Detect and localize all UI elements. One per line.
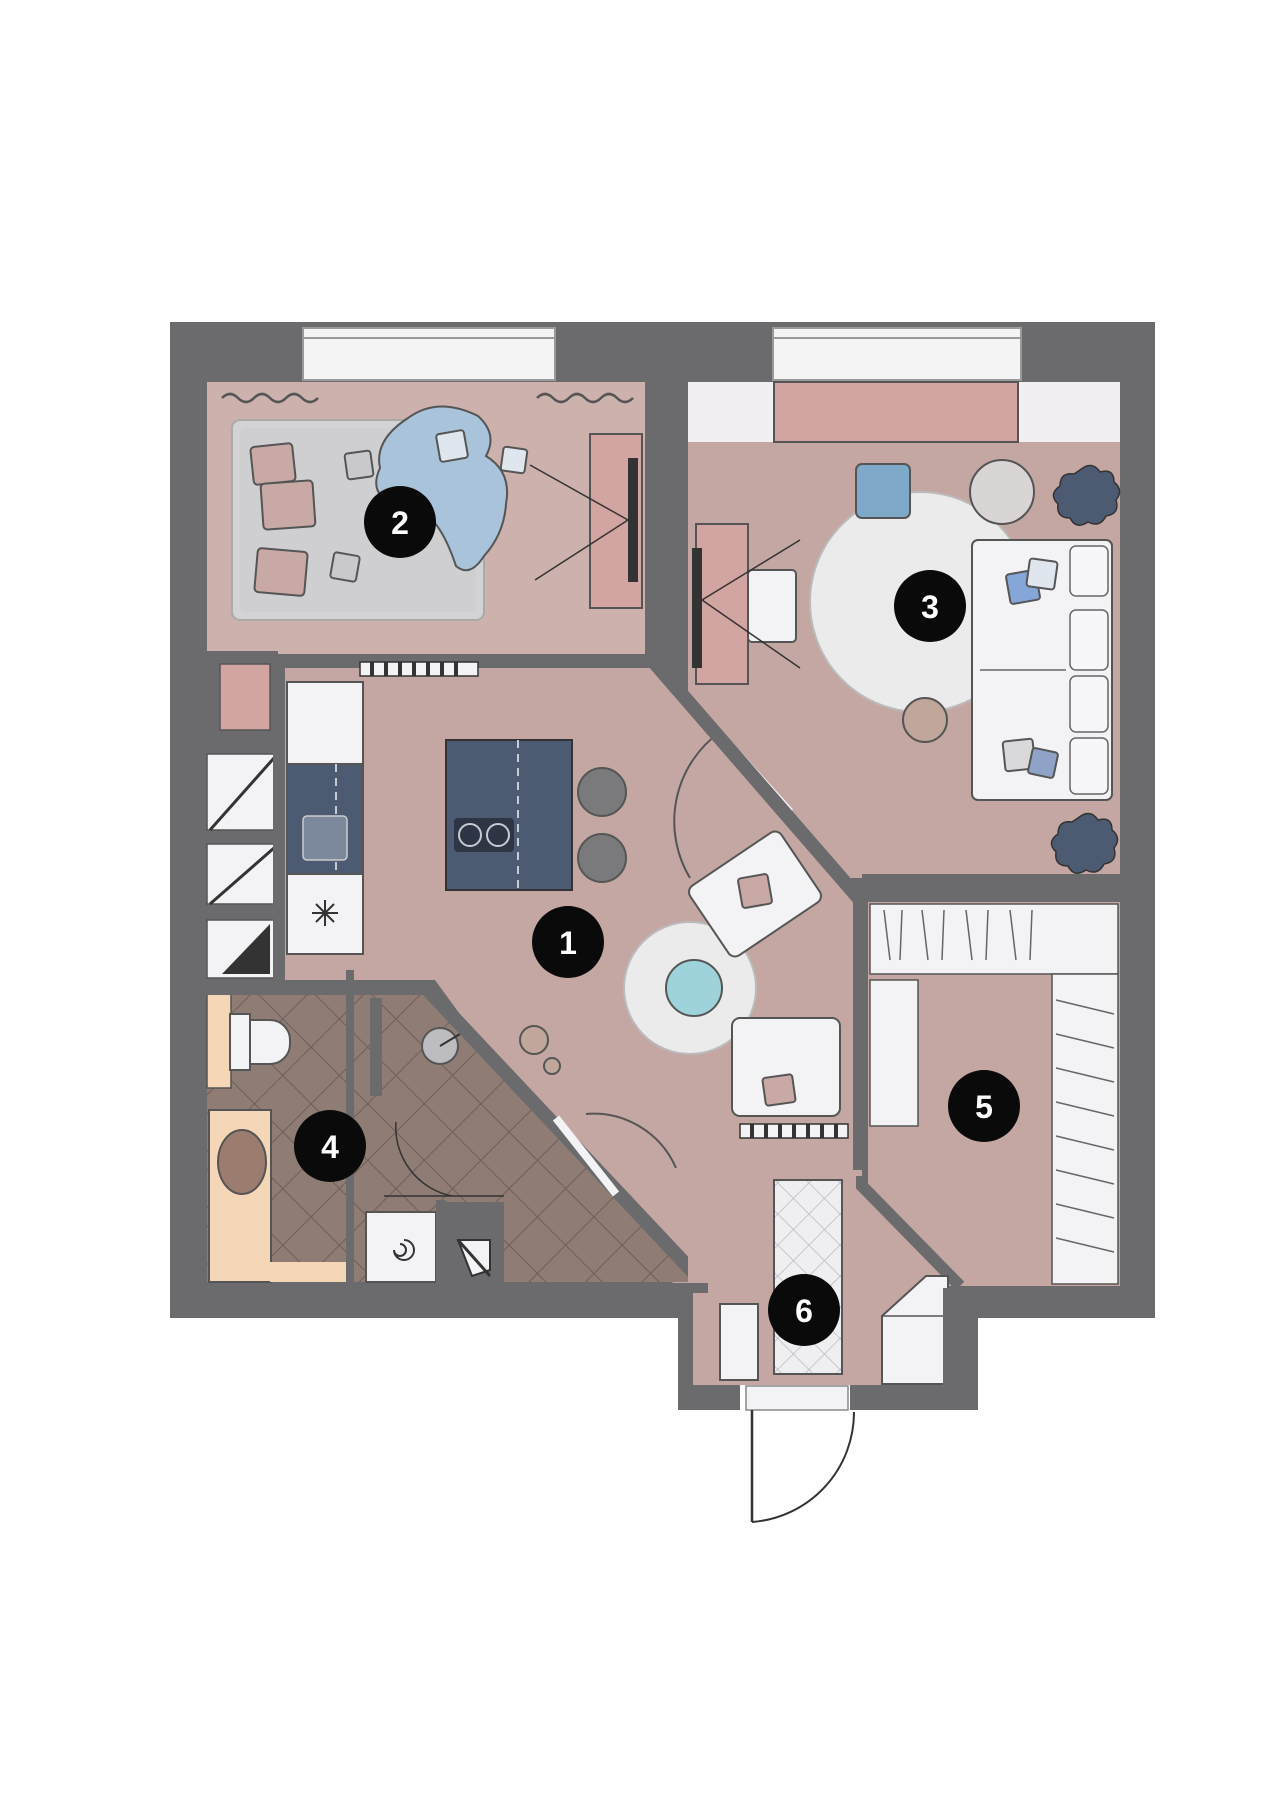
bedroom-tv [628, 458, 638, 582]
sparkle-icon [312, 900, 338, 926]
interior-wall [207, 651, 283, 988]
room-badge-entry: 6 [768, 1274, 840, 1346]
interior-wall [642, 1283, 953, 1385]
coffee-table [665, 959, 723, 1017]
window-bedroom [302, 327, 556, 381]
wardrobe-side [1051, 973, 1119, 1285]
room-badge-lounge: 3 [894, 570, 966, 642]
bar-stool [577, 833, 627, 883]
living-armchair [731, 1017, 841, 1117]
room-badge-bathroom: 4 [294, 1110, 366, 1182]
room-badge-wardrobe: 5 [948, 1070, 1020, 1142]
bar-stool [577, 767, 627, 817]
interior-wall [645, 382, 868, 907]
svg-text:2: 2 [391, 505, 409, 541]
svg-text:5: 5 [975, 1089, 993, 1125]
lounge-window-bench [773, 381, 1019, 443]
svg-text:6: 6 [795, 1293, 813, 1329]
floor-bathroom [207, 992, 700, 1282]
plant-icon [1052, 464, 1121, 526]
radiator [739, 1123, 849, 1139]
svg-text:4: 4 [321, 1129, 339, 1165]
wardrobe-shelf [869, 979, 919, 1127]
spiral-icon [393, 1239, 415, 1261]
wardrobe-top [869, 903, 1119, 975]
svg-text:1: 1 [559, 925, 577, 961]
kitchen-island [445, 739, 573, 891]
lounge-armchair [855, 463, 911, 519]
bath-sink [217, 1129, 267, 1195]
svg-text:3: 3 [921, 589, 939, 625]
entry-bench [719, 1303, 759, 1381]
washing-machine [365, 1211, 437, 1283]
room-badge-living-kitchen: 1 [532, 906, 604, 978]
plant-icon [1050, 812, 1119, 874]
room-badge-bedroom: 2 [364, 486, 436, 558]
window-lounge [772, 327, 1022, 381]
lounge-desk [695, 523, 749, 685]
kitchen-cabinet [286, 681, 364, 765]
radiator [359, 661, 479, 677]
bedroom-rug [375, 405, 508, 572]
lounge-tv [692, 548, 702, 668]
bath-wall-toilet [206, 993, 232, 1089]
